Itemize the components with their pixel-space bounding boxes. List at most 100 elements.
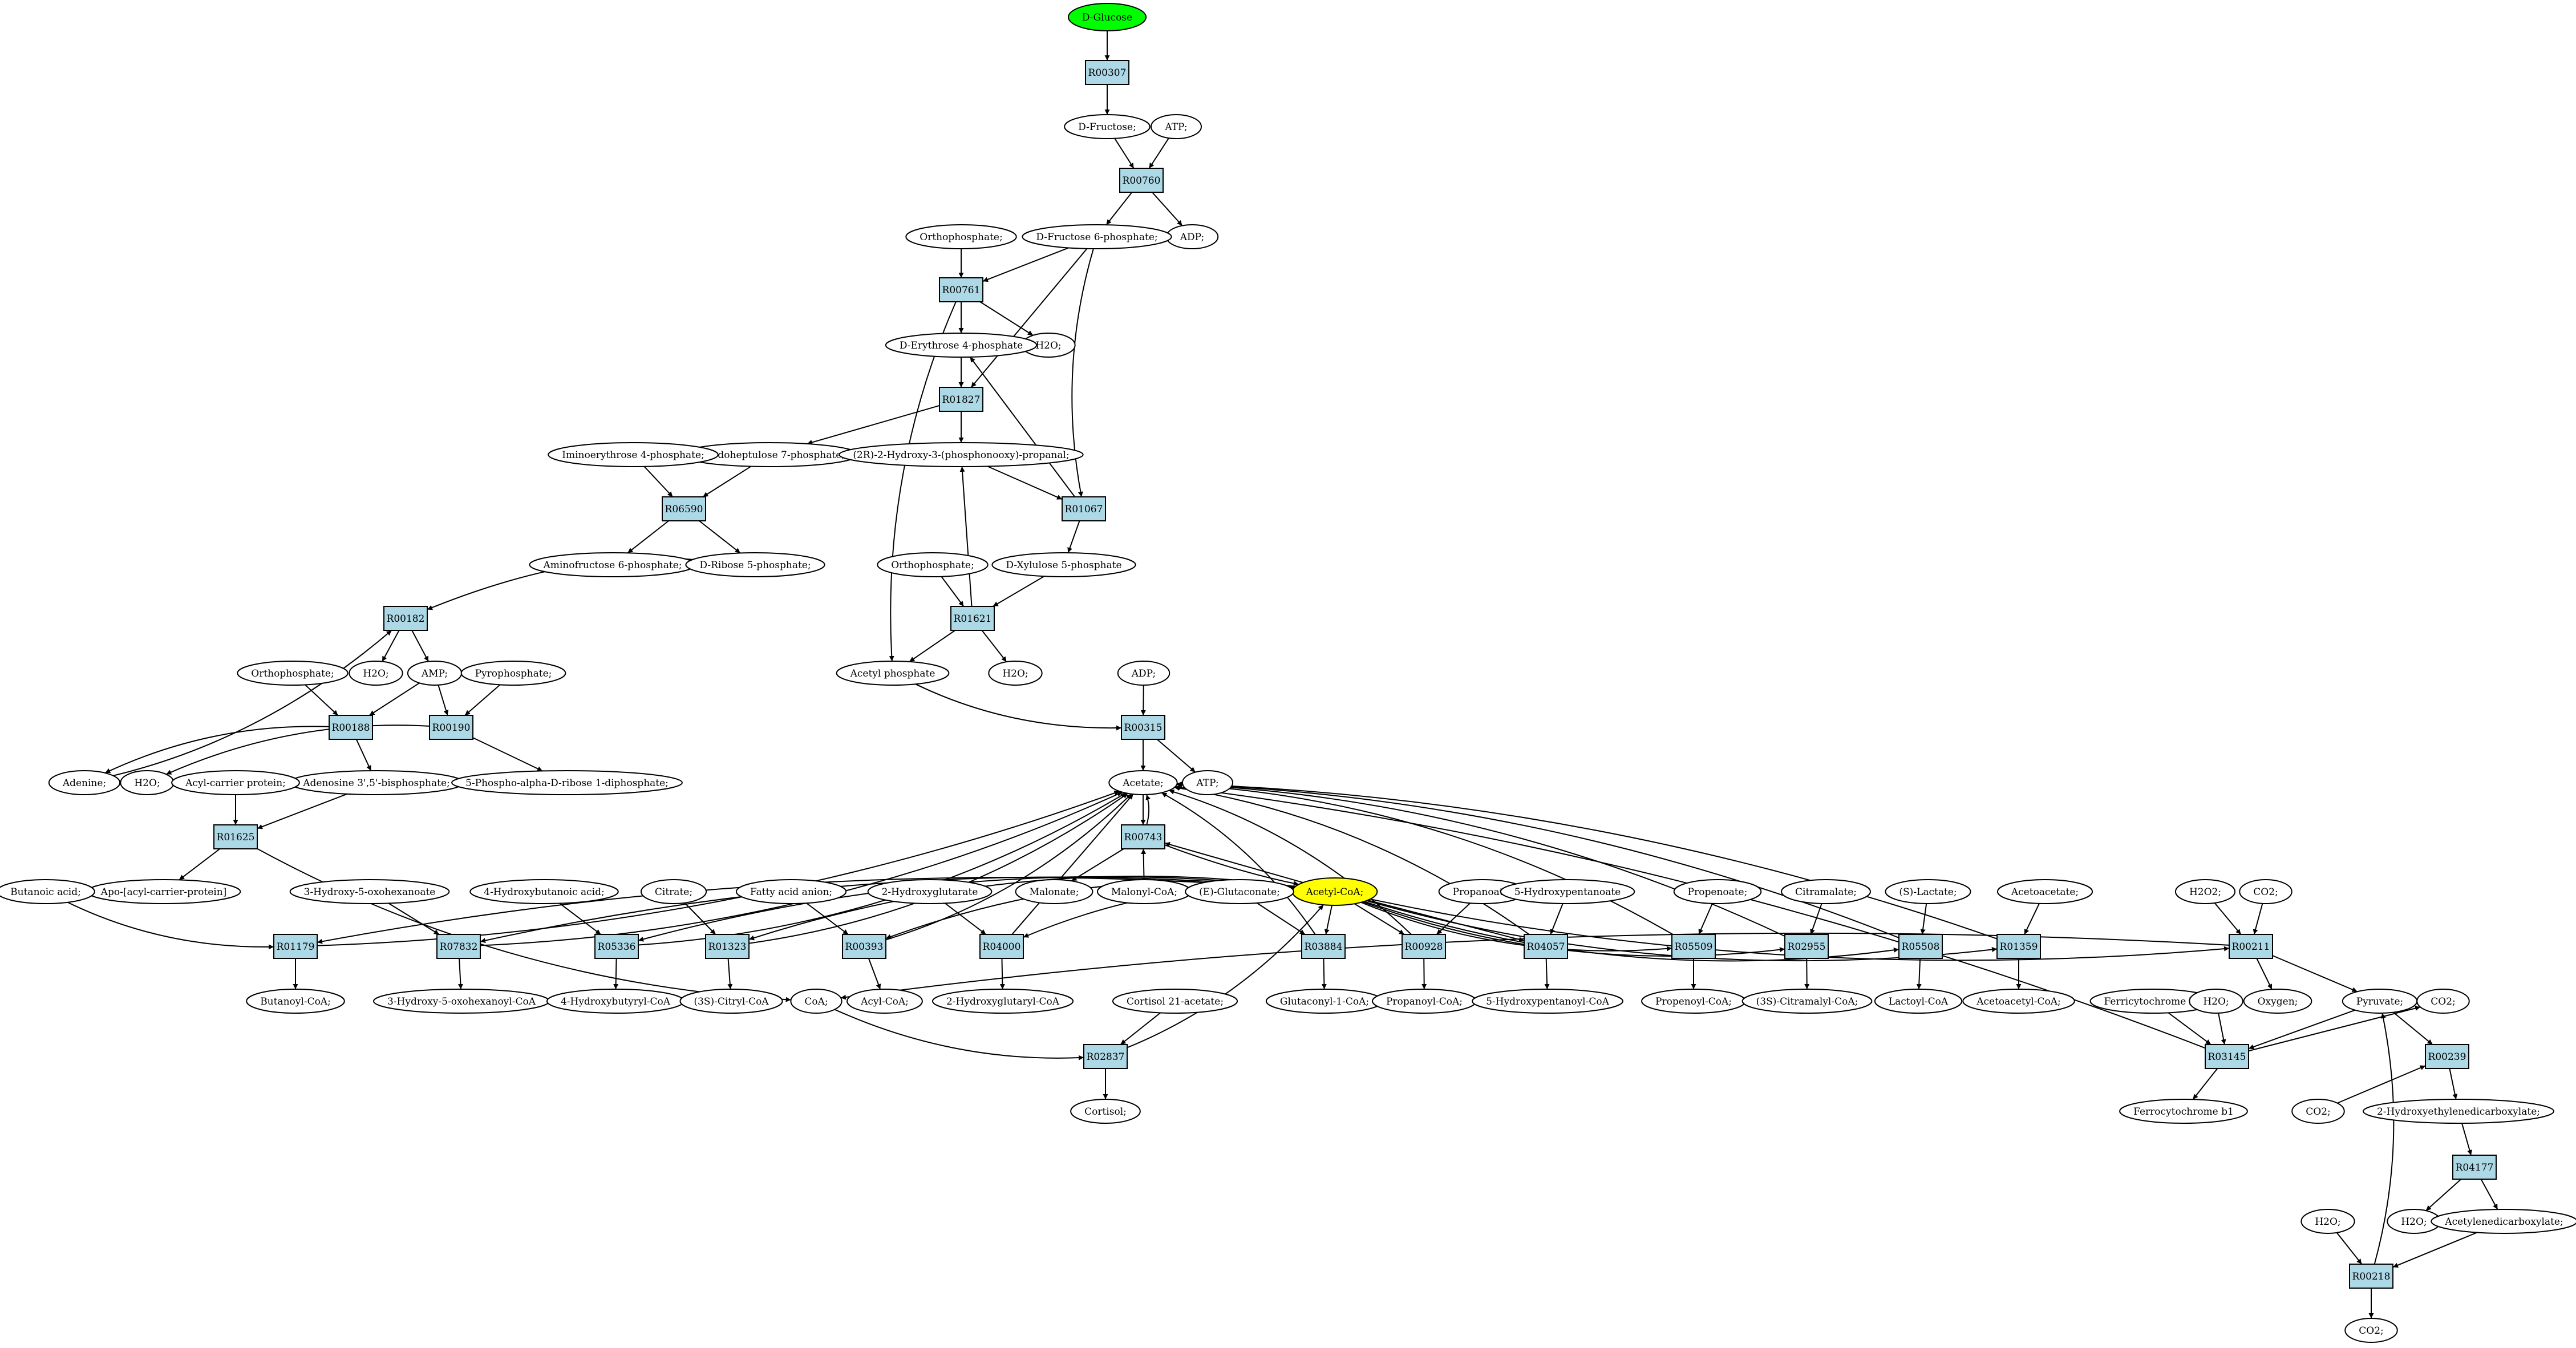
reaction-label: R00239 (2428, 1051, 2466, 1063)
reaction-label: R00190 (432, 722, 471, 734)
metabolite-node-pyruvate: Pyruvate; (2342, 989, 2418, 1014)
metabolite-label: Propenoate; (1688, 886, 1748, 898)
reaction-label: R02837 (1087, 1051, 1125, 1063)
metabolite-node-s7p: D-Sedoheptulose 7-phosphate; (680, 442, 859, 467)
edge-acetylp-to-R00315 (915, 683, 1122, 731)
reaction-box (329, 715, 373, 740)
metabolite-ellipse (839, 442, 1084, 467)
metabolite-ellipse (2119, 1099, 2248, 1124)
metabolite-ellipse (991, 552, 1136, 577)
metabolite-ellipse (2174, 879, 2236, 904)
edge-R07832-to-hoxohexcoa (457, 958, 463, 990)
reaction-node-R00239: R00239 (2425, 1044, 2469, 1069)
edge-R00393-to-acylcoa (868, 958, 881, 990)
metabolite-label: Glutaconyl-1-CoA; (1280, 996, 1369, 1007)
edge-R03884-to-acetate (1161, 792, 1316, 935)
edge-co2_1-to-R00211 (2253, 903, 2263, 935)
metabolite-label: H2O; (1035, 340, 1061, 351)
edge-citramalate-to-R02955 (1810, 903, 1822, 935)
reaction-label: R03884 (1305, 941, 1343, 953)
metabolite-node-prpp: 5-Phospho-alpha-D-ribose 1-diphosphate; (451, 770, 683, 795)
metabolite-label: 4-Hydroxybutyryl-CoA (561, 996, 671, 1007)
reaction-node-R00190: R00190 (429, 715, 473, 740)
metabolite-node-cortisol21: Cortisol 21-acetate; (1112, 989, 1238, 1014)
metabolite-ellipse (1874, 989, 1963, 1014)
metabolite-node-h2o_4: H2O; (120, 770, 175, 795)
edge-R00928-to-acetate (1169, 789, 1412, 935)
reaction-node-R02837: R02837 (1083, 1044, 1128, 1069)
edge-pyruvate-to-R00239 (2393, 1011, 2433, 1045)
reaction-label: R01621 (954, 613, 992, 625)
metabolite-label: Acetyl phosphate (850, 668, 935, 679)
metabolite-node-e4p: D-Erythrose 4-phosphate (885, 333, 1038, 358)
metabolite-node-acp: Acyl-carrier protein; (171, 770, 300, 795)
edge-R00393-to-acetate (885, 794, 1132, 941)
reaction-node-R05336: R05336 (594, 934, 639, 959)
reaction-box (939, 387, 983, 412)
reaction-label: R00743 (1124, 832, 1163, 843)
edge-ppi-to-R00190 (464, 684, 501, 716)
metabolite-node-pi_1: Orthophosphate; (905, 224, 1017, 249)
reaction-node-R01621: R01621 (950, 606, 995, 631)
edge-co2_3-to-R00239 (2337, 1065, 2426, 1104)
metabolite-label: Pyruvate; (2356, 996, 2403, 1007)
edge-R05509-to-acetate (1176, 782, 1674, 935)
metabolite-ellipse (349, 661, 403, 686)
edge-acetylcoa-to-R05509 (1360, 901, 1672, 952)
edge-acetylcoa-to-R02955 (1362, 901, 1785, 957)
reaction-box (1671, 934, 1716, 959)
metabolite-node-adp_top: ADP; (1165, 224, 1219, 249)
edge-R01625-to-coa (257, 848, 791, 1002)
reaction-box (2205, 1044, 2249, 1069)
metabolite-node-citramalylcoa: (3S)-Citramalyl-CoA; (1741, 989, 1873, 1014)
metabolite-ellipse (735, 879, 847, 904)
metabolite-node-citramalate: Citramalate; (1781, 879, 1871, 904)
metabolite-ellipse (548, 442, 719, 467)
edge-acetylenedc-to-R00218 (2392, 1232, 2478, 1268)
metabolite-node-malonylcoa: Malonyl-CoA; (1096, 879, 1192, 904)
metabolite-label: Orthophosphate; (891, 560, 974, 571)
metabolite-ellipse (2243, 989, 2312, 1014)
metabolite-ellipse (836, 661, 950, 686)
reaction-node-R00928: R00928 (1402, 934, 1446, 959)
edge-acetylcoa-to-R03884 (1324, 905, 1332, 935)
metabolite-label: Cortisol; (1084, 1106, 1127, 1118)
metabolite-ellipse (679, 989, 783, 1014)
metabolite-label: 4-Hydroxybutanoic acid; (484, 886, 604, 898)
metabolite-node-iminoerythrose: Iminoerythrose 4-phosphate; (548, 442, 719, 467)
metabolite-node-butanoic: Butanoic acid; (0, 879, 95, 904)
edge-R01621-to-h2o_3 (981, 630, 1007, 662)
reaction-label: R04177 (2456, 1162, 2494, 1173)
metabolite-node-glutaconate: (E)-Glutaconate; (1185, 879, 1294, 904)
reaction-label: R00393 (845, 941, 884, 953)
reaction-node-R00182: R00182 (383, 606, 428, 631)
edge-hydroxyglut-to-R04000 (945, 902, 987, 935)
metabolite-node-x5p: D-Xylulose 5-phosphate (991, 552, 1136, 577)
edge-R01323-to-citrylcoa (727, 958, 733, 990)
metabolite-node-cortisol: Cortisol; (1070, 1099, 1141, 1124)
edge-atp_top-to-R00760 (1148, 137, 1169, 169)
edge-R01067-to-e4p (969, 357, 1076, 497)
edge-R00743-to-acetylcoa (1164, 844, 1299, 886)
edge-iminoerythrose-to-R06590 (643, 466, 674, 497)
metabolite-ellipse (289, 879, 450, 904)
edge-R00760-to-f6p (1105, 192, 1133, 225)
metabolite-label: H2O2; (2189, 886, 2221, 898)
edge-h2o2-to-R00211 (2214, 902, 2242, 935)
metabolite-label: (2R)-2-Hydroxy-3-(phosphonooxy)-propanal… (853, 450, 1069, 461)
edge-R00182-to-amp (411, 630, 430, 662)
edge-R00239-to-hetdp (2449, 1068, 2458, 1100)
reaction-label: R01827 (942, 394, 981, 406)
metabolite-label: Butanoic acid; (10, 886, 81, 898)
metabolite-ellipse (2431, 1209, 2576, 1234)
reaction-label: R00218 (2352, 1271, 2391, 1282)
metabolite-ellipse (846, 989, 923, 1014)
reaction-box (1898, 934, 1943, 959)
edge-R02837-to-acetylcoa (1127, 904, 1324, 1049)
metabolite-label: Ferricytochrome b1 (2104, 996, 2202, 1007)
metabolite-node-lactoylcoa: Lactoyl-CoA (1874, 989, 1963, 1014)
metabolite-label: ATP; (1164, 122, 1187, 133)
metabolite-label: H2O; (1002, 668, 1028, 679)
reaction-label: R01359 (2000, 941, 2038, 953)
